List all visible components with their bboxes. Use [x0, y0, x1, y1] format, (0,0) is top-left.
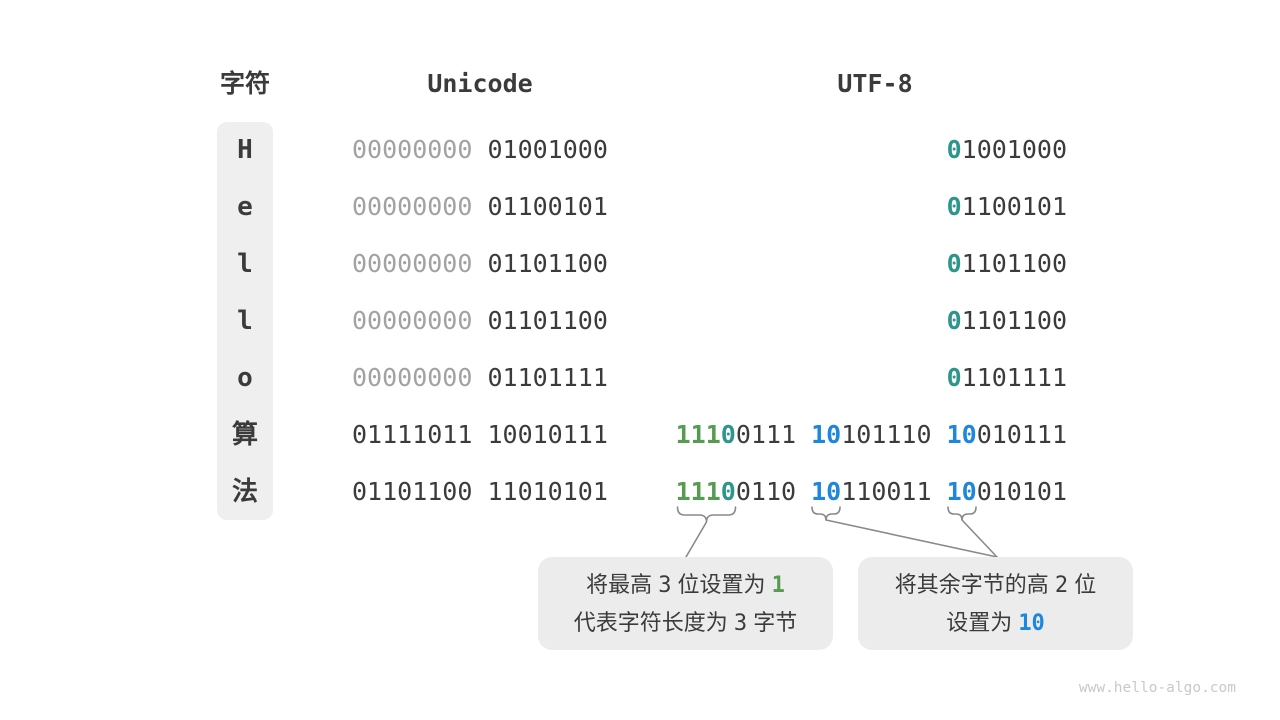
- unicode-binary-value: 00000000 01100101: [352, 192, 608, 222]
- binary-segment-plain: 位: [1068, 572, 1097, 597]
- binary-segment-blue: 10: [811, 477, 842, 506]
- character-column-background: [217, 122, 273, 520]
- column-header-utf8: UTF-8: [837, 69, 913, 98]
- binary-segment-teal: 0: [946, 249, 962, 278]
- callout-text-line: 代表字符长度为 3 字节: [538, 604, 833, 642]
- binary-segment-plain: 设置为: [946, 610, 1019, 635]
- utf8-binary-value: 01101111: [947, 363, 1067, 393]
- binary-segment-dark: 1101100: [961, 306, 1067, 335]
- character-cell: l: [237, 306, 253, 336]
- binary-segment-muted: 00000000: [352, 192, 473, 221]
- binary-segment-dark: 010101: [976, 477, 1067, 506]
- binary-segment-teal: 0: [946, 306, 962, 335]
- binary-segment-dark: 1001000: [961, 135, 1067, 164]
- connector-line-byte2: [825, 519, 998, 558]
- character-cell: 法: [231, 477, 258, 507]
- binary-segment-muted: 00000000: [352, 249, 473, 278]
- binary-segment-plain: 将其余字节的高: [894, 572, 1055, 597]
- unicode-binary-value: 00000000 01101100: [352, 249, 608, 279]
- unicode-binary-value: 00000000 01101100: [352, 306, 608, 336]
- binary-segment-green: 111: [675, 420, 721, 449]
- binary-segment-dark: 1101100: [961, 249, 1067, 278]
- underbrace-continuation-byte2: [811, 506, 841, 521]
- unicode-binary-value: 01101100 11010101: [352, 477, 608, 507]
- binary-segment-muted: 00000000: [352, 363, 473, 392]
- connector-line-byte3: [961, 519, 998, 558]
- binary-segment-plain: 位设置为: [671, 572, 772, 597]
- binary-segment-dark: 010111: [976, 420, 1067, 449]
- column-header-unicode: Unicode: [427, 69, 533, 98]
- character-cell: 算: [231, 420, 258, 450]
- binary-segment-plain: 代表字符长度为: [573, 610, 734, 635]
- binary-segment-blue: 10: [946, 420, 977, 449]
- binary-segment-num: 3: [733, 611, 748, 636]
- column-header-character: 字符: [219, 70, 270, 98]
- utf8-binary-value: 01101100: [947, 306, 1067, 336]
- binary-segment-green: 111: [675, 477, 721, 506]
- callout-text-line: 将其余字节的高 2 位: [858, 566, 1133, 604]
- binary-segment-dark: 0111: [735, 420, 812, 449]
- callout-text-line: 设置为 10: [858, 604, 1133, 642]
- utf8-binary-value: 11100110 10110011 10010101: [676, 477, 1067, 507]
- binary-segment-dark: 01001000: [472, 135, 608, 164]
- binary-segment-dark: 01111011 10010111: [352, 420, 608, 449]
- utf8-binary-value: 01101100: [947, 249, 1067, 279]
- binary-segment-plain: 字节: [747, 610, 798, 635]
- binary-segment-dark: 101110: [841, 420, 947, 449]
- binary-segment-dark: 0110: [735, 477, 812, 506]
- binary-segment-green: 1: [771, 573, 785, 598]
- underbrace-leading-bits: [676, 506, 737, 523]
- binary-segment-muted: 00000000: [352, 135, 473, 164]
- binary-segment-blue: 10: [946, 477, 977, 506]
- underbrace-continuation-byte3: [947, 506, 977, 521]
- binary-segment-dark: 01101100: [472, 306, 608, 335]
- binary-segment-num: 3: [658, 573, 672, 598]
- unicode-binary-value: 00000000 01101111: [352, 363, 608, 393]
- binary-segment-teal: 0: [720, 477, 736, 506]
- binary-segment-teal: 0: [946, 363, 962, 392]
- binary-segment-teal: 0: [946, 192, 962, 221]
- unicode-binary-value: 01111011 10010111: [352, 420, 608, 450]
- character-cell: e: [237, 192, 253, 222]
- binary-segment-plain: 将最高: [586, 572, 659, 597]
- binary-segment-teal: 0: [946, 135, 962, 164]
- connector-line-leading-bits: [685, 521, 708, 558]
- unicode-binary-value: 00000000 01001000: [352, 135, 608, 165]
- binary-segment-dark: 01101111: [472, 363, 608, 392]
- utf8-binary-value: 01001000: [947, 135, 1067, 165]
- binary-segment-dark: 110011: [841, 477, 947, 506]
- binary-segment-dark: 01101100: [472, 249, 608, 278]
- binary-segment-blue: 10: [1018, 611, 1045, 636]
- callout-text-line: 将最高 3 位设置为 1: [538, 566, 833, 604]
- binary-segment-dark: 01101100 11010101: [352, 477, 608, 506]
- binary-segment-blue: 10: [811, 420, 842, 449]
- binary-segment-dark: 01100101: [472, 192, 608, 221]
- binary-segment-teal: 0: [720, 420, 736, 449]
- watermark: www.hello-algo.com: [1078, 680, 1236, 696]
- utf8-binary-value: 01100101: [947, 192, 1067, 222]
- character-cell: H: [237, 135, 253, 165]
- binary-segment-dark: 1100101: [961, 192, 1067, 221]
- character-cell: o: [237, 363, 253, 393]
- utf8-binary-value: 11100111 10101110 10010111: [676, 420, 1067, 450]
- binary-segment-num: 2: [1054, 573, 1069, 598]
- binary-segment-muted: 00000000: [352, 306, 473, 335]
- character-cell: l: [237, 249, 253, 279]
- callout-continuation-bits-rule: 将其余字节的高 2 位设置为 10: [858, 557, 1133, 650]
- binary-segment-dark: 1101111: [961, 363, 1067, 392]
